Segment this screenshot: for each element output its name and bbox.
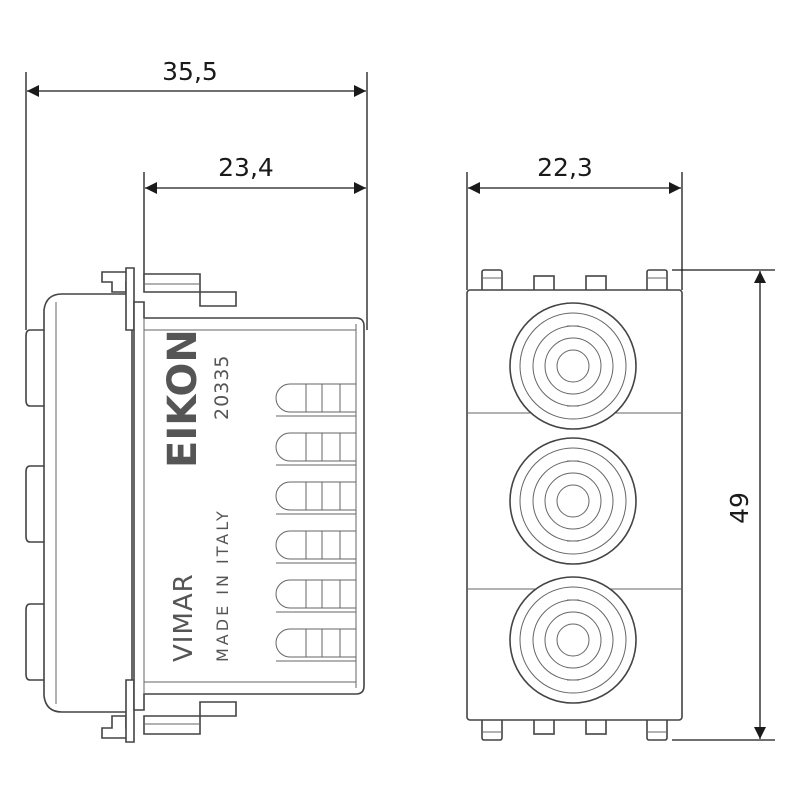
socket <box>509 576 637 704</box>
bottom-tabs <box>481 717 668 741</box>
socket <box>509 302 637 430</box>
dimension-label-overall-depth: 35,5 <box>162 57 218 86</box>
top-tabs <box>481 269 668 293</box>
terminal <box>275 481 357 515</box>
origin-label: MADE IN ITALY <box>213 508 232 662</box>
bottom-clip <box>101 679 237 743</box>
dimension-body-depth: 23,4 <box>143 153 366 280</box>
top-clip <box>101 267 237 331</box>
brand-label: EIKON <box>160 329 206 468</box>
maker-label: VIMAR <box>169 573 199 662</box>
dimension-overall-depth: 35,5 <box>25 57 368 330</box>
dimension-width: 22,3 <box>466 153 683 290</box>
dimension-label-body-depth: 23,4 <box>218 153 274 182</box>
terminal <box>275 579 357 613</box>
product-code-label: 20335 <box>211 355 233 420</box>
socket <box>509 437 637 565</box>
terminal <box>275 432 357 466</box>
terminal <box>275 628 357 662</box>
terminal <box>275 383 357 417</box>
front-view <box>466 269 683 741</box>
dimension-label-height: 49 <box>725 492 754 524</box>
front-plate <box>43 293 133 713</box>
terminal <box>275 530 357 564</box>
dimension-label-width: 22,3 <box>537 153 593 182</box>
side-view: EIKON 20335 VIMAR MADE IN ITALY <box>25 267 365 743</box>
front-lugs <box>25 329 47 681</box>
screw-terminals <box>275 383 357 662</box>
dimension-height: 49 <box>672 269 775 741</box>
